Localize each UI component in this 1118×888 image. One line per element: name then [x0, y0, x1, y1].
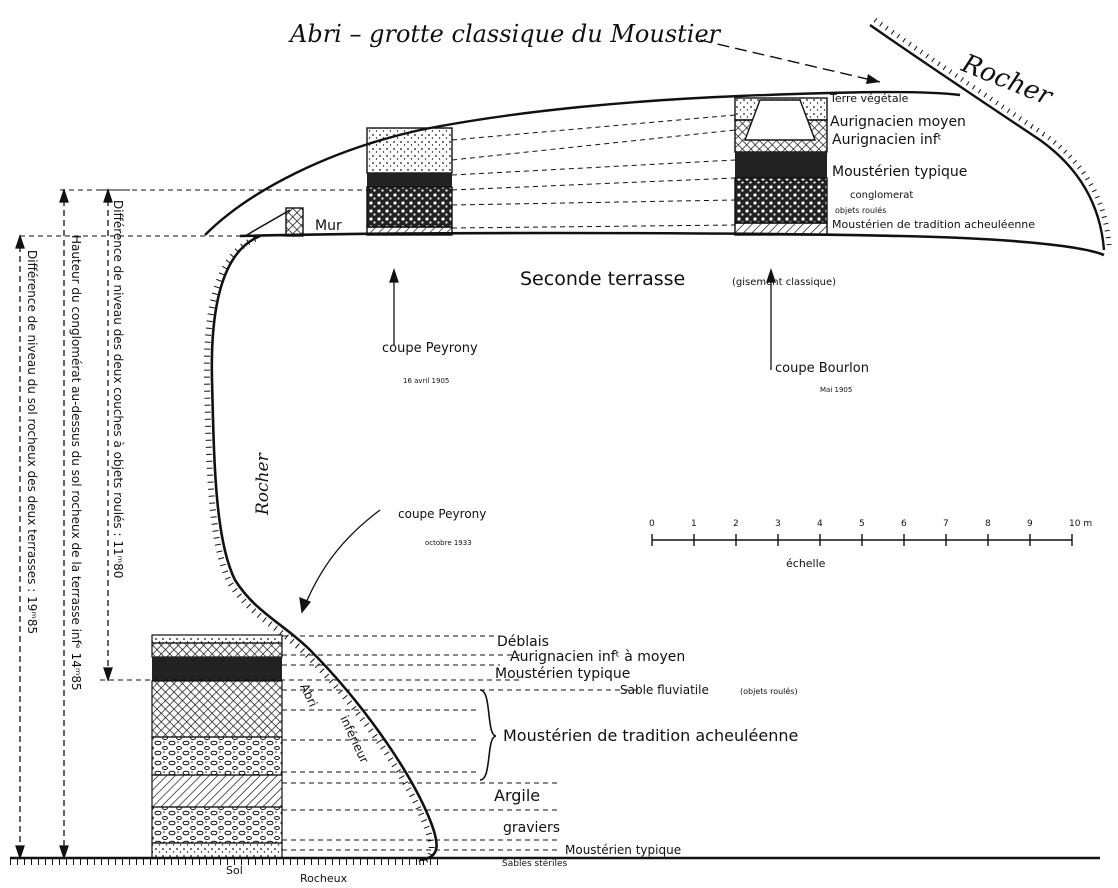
layer-conglomerat: conglomerat [850, 190, 913, 201]
mur-block [285, 207, 304, 237]
scale-tick-label: 1 [691, 519, 697, 529]
scale-tick-label: 3 [775, 519, 781, 529]
terrace-label: Seconde terrasse [520, 268, 685, 290]
dimension-lines [15, 187, 113, 861]
scale-tick-label: 4 [817, 519, 823, 529]
lower-argile: Argile [494, 786, 540, 805]
svg-text:16 avril 1905: 16 avril 1905 [403, 377, 449, 385]
layer-mousterien-acheuleen: Moustérien de tradition acheuléenne [832, 218, 1035, 231]
inferieur-label: inférieur [337, 713, 371, 765]
rocheux-label: Rocheux [300, 872, 348, 885]
mur-label: Mur [315, 218, 342, 234]
dimension-difference-sol: Différence de niveau du sol rocheux des … [25, 250, 39, 634]
scale-bar: 0 1 2 3 4 5 6 7 8 9 10 m [649, 519, 1092, 546]
label-peyrony-1905: coupe Peyrony 16 avril 1905 [382, 341, 478, 385]
lower-sable-fluviatile: Sable fluviatile [620, 683, 709, 697]
brace [479, 689, 497, 781]
lower-mousterien-typique-base: Moustérien typique [565, 843, 681, 857]
terrace-note: (gisement classique) [732, 277, 836, 288]
section-bourlon [734, 97, 828, 236]
sol-label: Sol [226, 864, 243, 877]
label-peyrony-1933: coupe Peyrony octobre 1933 [398, 507, 486, 547]
scale-tick-label: 6 [901, 519, 907, 529]
lower-layer-labels: Déblais Aurignacien infᵗ à moyen Moustér… [494, 634, 798, 869]
scale-tick-label: 9 [1027, 519, 1033, 529]
section-peyrony-1905 [366, 127, 453, 236]
lower-deblais: Déblais [497, 634, 549, 650]
scale-tick-label: 8 [985, 519, 991, 529]
rock-label-wall: Rocher [253, 452, 273, 516]
lower-aurignacien: Aurignacien infᵗ à moyen [510, 649, 685, 665]
upper-correlation-lines [20, 114, 736, 237]
scale-tick-label: 10 m [1069, 519, 1092, 529]
svg-text:octobre 1933: octobre 1933 [425, 539, 472, 547]
layer-terre-vegetale: Terre végétale [829, 92, 909, 105]
scale-label: échelle [786, 557, 826, 570]
layer-mousterien-typique: Moustérien typique [832, 164, 967, 180]
lower-mousterien-typique: Moustérien typique [495, 666, 630, 682]
svg-text:coupe Bourlon: coupe Bourlon [775, 361, 869, 376]
rock-label-top: Rocher [956, 48, 1057, 112]
scale-tick-label: 0 [649, 519, 655, 529]
label-bourlon: coupe Bourlon Mai 1905 [775, 361, 869, 394]
title-pointer [699, 39, 881, 83]
lower-mousterien-acheuleen: Moustérien de tradition acheuléenne [503, 726, 798, 745]
lower-sables-steriles: Sables stériles [502, 858, 568, 869]
dimension-difference-couches: Différence de niveau des deux couches à … [111, 200, 125, 578]
layer-objets-roules: objets roulés [835, 205, 886, 215]
layer-aurignacien-moyen: Aurignacien moyen [830, 114, 966, 130]
abri-label: Abri [297, 681, 320, 709]
scale-tick-label: 2 [733, 519, 739, 529]
diagram-title: Abri – grotte classique du Moustier [288, 20, 722, 48]
section-arrows [299, 267, 776, 614]
svg-text:Mai 1905: Mai 1905 [820, 386, 852, 394]
svg-text:coupe Peyrony: coupe Peyrony [398, 507, 486, 521]
lower-correlation-lines [100, 635, 640, 851]
scale-tick-label: 5 [859, 519, 865, 529]
lower-objets-roules: (objets roulés) [740, 686, 798, 696]
lower-graviers: graviers [503, 820, 560, 836]
dimension-hauteur-conglomerat: Hauteur du conglomérat au-dessus du sol … [69, 235, 83, 691]
upper-layer-labels: Terre végétale Aurignacien moyen Aurigna… [829, 92, 1035, 231]
section-peyrony-1933 [151, 634, 283, 859]
scale-tick-label: 7 [943, 519, 949, 529]
svg-text:coupe Peyrony: coupe Peyrony [382, 341, 478, 356]
layer-aurignacien-inf: Aurignacien infᵗ [832, 132, 942, 148]
